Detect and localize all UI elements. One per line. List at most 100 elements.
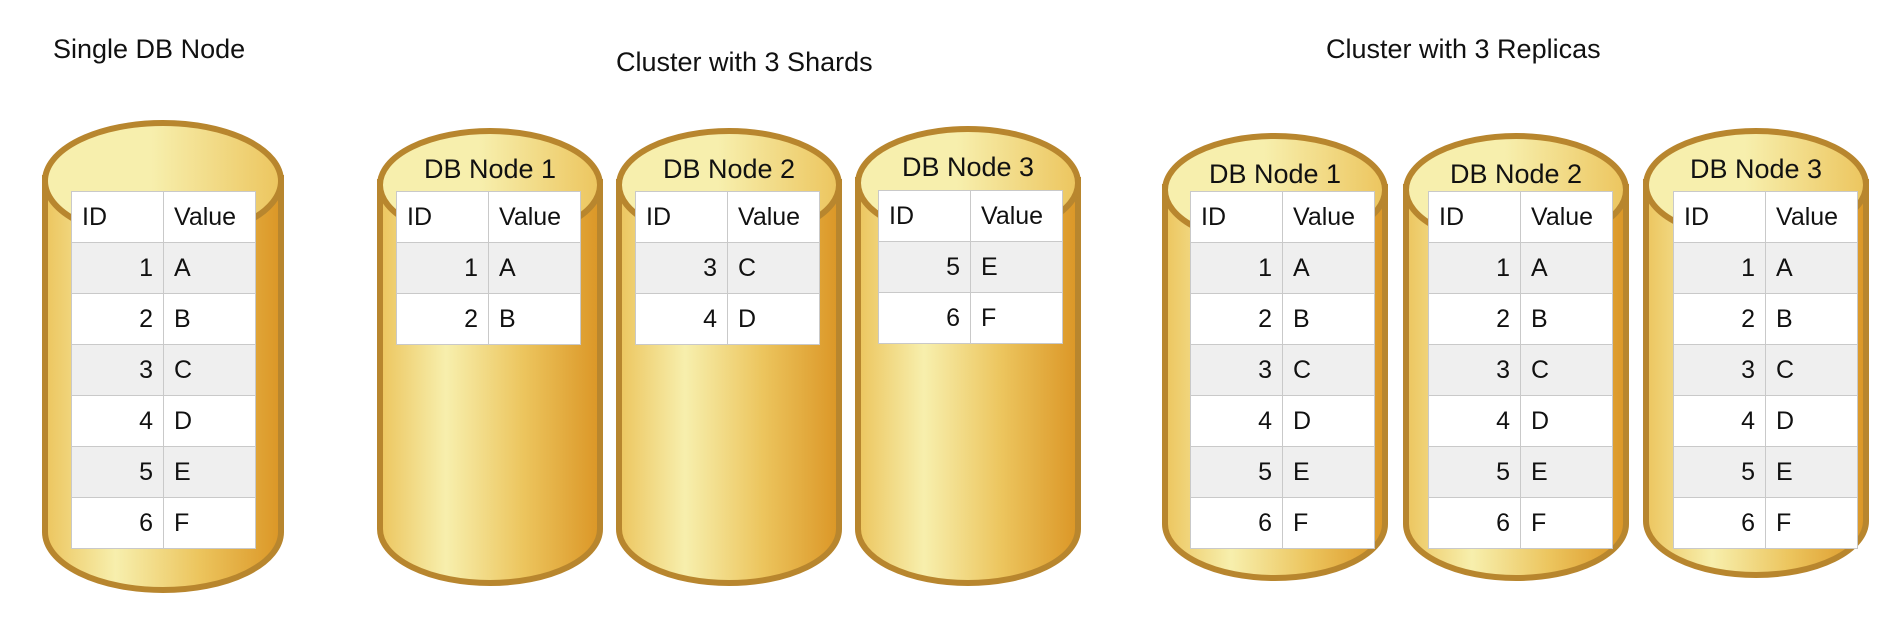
row-id-cell: 1 bbox=[71, 242, 164, 294]
row-value-cell: A bbox=[1282, 242, 1375, 294]
row-value-cell: E bbox=[1765, 446, 1858, 498]
row-id-cell: 1 bbox=[396, 242, 489, 294]
row-value-cell: B bbox=[488, 293, 581, 345]
row-value-cell: E bbox=[970, 241, 1063, 293]
row-value-cell: F bbox=[970, 292, 1063, 344]
row-id-cell: 6 bbox=[1428, 497, 1521, 549]
row-value-cell: C bbox=[727, 242, 820, 294]
row-value-cell: E bbox=[1282, 446, 1375, 498]
value-column-header: Value bbox=[1765, 191, 1858, 243]
row-id-cell: 3 bbox=[71, 344, 164, 396]
shards-cluster-title: Cluster with 3 Shards bbox=[616, 47, 873, 77]
row-value-cell: D bbox=[163, 395, 256, 447]
row-value-cell: F bbox=[1520, 497, 1613, 549]
row-id-cell: 3 bbox=[1190, 344, 1283, 396]
id-column-header: ID bbox=[635, 191, 728, 243]
row-id-cell: 3 bbox=[635, 242, 728, 294]
replica-node-3-label: DB Node 3 bbox=[1689, 154, 1823, 184]
row-value-cell: E bbox=[163, 446, 256, 498]
row-id-cell: 1 bbox=[1190, 242, 1283, 294]
row-id-cell: 6 bbox=[878, 292, 971, 344]
row-value-cell: B bbox=[1765, 293, 1858, 345]
id-column-header: ID bbox=[71, 191, 164, 243]
row-value-cell: B bbox=[1282, 293, 1375, 345]
row-id-cell: 5 bbox=[1190, 446, 1283, 498]
replica-node-2-label: DB Node 2 bbox=[1449, 159, 1583, 189]
shard-node-3-label: DB Node 3 bbox=[901, 152, 1035, 182]
row-id-cell: 5 bbox=[71, 446, 164, 498]
row-value-cell: F bbox=[1765, 497, 1858, 549]
value-column-header: Value bbox=[727, 191, 820, 243]
row-id-cell: 2 bbox=[1190, 293, 1283, 345]
row-id-cell: 2 bbox=[396, 293, 489, 345]
row-value-cell: C bbox=[163, 344, 256, 396]
value-column-header: Value bbox=[488, 191, 581, 243]
row-id-cell: 3 bbox=[1673, 344, 1766, 396]
row-id-cell: 4 bbox=[1190, 395, 1283, 447]
shard-node-2-label: DB Node 2 bbox=[662, 154, 796, 184]
row-value-cell: A bbox=[1765, 242, 1858, 294]
single-node-title: Single DB Node bbox=[53, 34, 246, 64]
row-id-cell: 2 bbox=[1428, 293, 1521, 345]
id-column-header: ID bbox=[1428, 191, 1521, 243]
row-value-cell: C bbox=[1282, 344, 1375, 396]
row-id-cell: 1 bbox=[1428, 242, 1521, 294]
row-id-cell: 3 bbox=[1428, 344, 1521, 396]
row-value-cell: B bbox=[1520, 293, 1613, 345]
value-column-header: Value bbox=[1520, 191, 1613, 243]
replicas-cluster-title: Cluster with 3 Replicas bbox=[1326, 34, 1601, 64]
row-id-cell: 2 bbox=[1673, 293, 1766, 345]
row-value-cell: D bbox=[1282, 395, 1375, 447]
row-id-cell: 6 bbox=[71, 497, 164, 549]
id-column-header: ID bbox=[396, 191, 489, 243]
row-value-cell: D bbox=[1520, 395, 1613, 447]
row-value-cell: A bbox=[1520, 242, 1613, 294]
row-id-cell: 6 bbox=[1673, 497, 1766, 549]
row-value-cell: D bbox=[727, 293, 820, 345]
row-id-cell: 1 bbox=[1673, 242, 1766, 294]
replica-node-1-label: DB Node 1 bbox=[1208, 159, 1342, 189]
value-column-header: Value bbox=[1282, 191, 1375, 243]
row-id-cell: 4 bbox=[1428, 395, 1521, 447]
shard-node-1-label: DB Node 1 bbox=[423, 154, 557, 184]
row-id-cell: 4 bbox=[635, 293, 728, 345]
